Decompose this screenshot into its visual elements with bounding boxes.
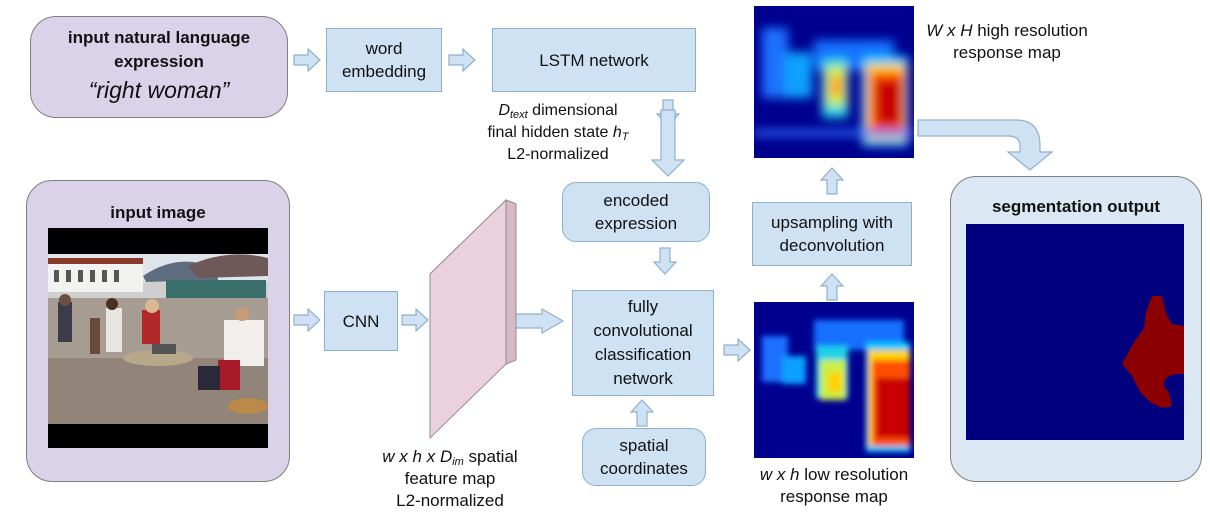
high-res-label: W x H high resolution response map (926, 21, 1088, 62)
arrow-encoded-to-fcn (653, 247, 677, 275)
arrow-lowres-to-upsampling (820, 273, 844, 301)
arrow-embedding-to-lstm (448, 48, 476, 72)
arrow-highres-to-output (917, 119, 1054, 171)
high-res-response-map (754, 6, 914, 158)
input-expression-panel (30, 16, 288, 118)
arrow-image-to-cnn (293, 308, 321, 332)
input-photo (48, 228, 268, 448)
segmentation-output-title: segmentation output (991, 197, 1161, 216)
fcn-box: fully convolutional classification netwo… (572, 290, 714, 396)
low-res-heatmap-graphic (754, 302, 914, 458)
input-expression-title: input natural language expression (67, 28, 251, 71)
input-image-title: input image (110, 203, 206, 222)
feature-map-label: w x h x Dim spatial feature map L2-norma… (382, 447, 518, 510)
hidden-state-label: Dtext dimensional final hidden state hT … (487, 102, 629, 163)
input-expression-example: “right woman” (88, 77, 230, 103)
arrow-text-to-embedding (293, 48, 321, 72)
arrow-spatial-to-fcn (630, 399, 654, 427)
low-res-response-map (754, 302, 914, 458)
cnn-box: CNN (324, 291, 398, 351)
arrow-fcn-to-lowres (723, 338, 751, 362)
low-res-label: w x h low resolution response map (759, 465, 909, 506)
segmentation-mask (966, 224, 1184, 440)
arrow-upsampling-to-highres (820, 167, 844, 195)
high-res-heatmap-graphic (754, 6, 914, 158)
arrow-hidden-to-encoded (650, 109, 686, 177)
lstm-network-box: LSTM network (492, 28, 696, 92)
feature-map-slab (429, 198, 517, 440)
